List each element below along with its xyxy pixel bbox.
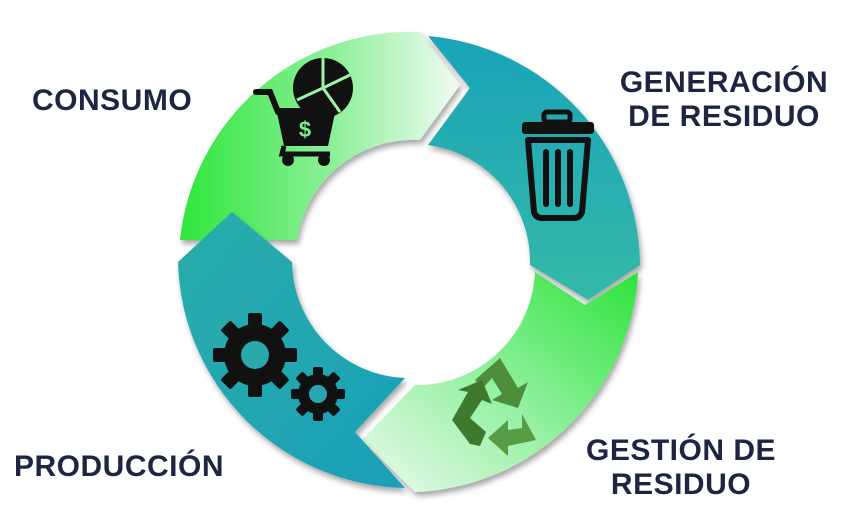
- shopping-cart-icon: $: [253, 58, 353, 166]
- svg-text:$: $: [299, 117, 311, 142]
- gears-icon: [213, 313, 345, 421]
- trash-can-icon: [522, 109, 594, 221]
- label-generacion-line1: GENERACIÓN: [619, 66, 829, 99]
- label-gestion-line2: RESIDUO: [610, 468, 752, 501]
- recycle-icon: [452, 358, 536, 456]
- label-generacion-line2: DE RESIDUO: [628, 100, 820, 133]
- label-produccion: PRODUCCIÓN: [14, 450, 224, 484]
- label-gestion: GESTIÓN DE RESIDUO: [566, 434, 796, 502]
- segment-generacion: [428, 36, 640, 300]
- label-gestion-line1: GESTIÓN DE: [585, 434, 777, 467]
- label-consumo: CONSUMO: [32, 84, 192, 118]
- label-produccion-text: PRODUCCIÓN: [14, 450, 225, 483]
- label-consumo-text: CONSUMO: [32, 84, 193, 117]
- label-generacion: GENERACIÓN DE RESIDUO: [604, 66, 844, 134]
